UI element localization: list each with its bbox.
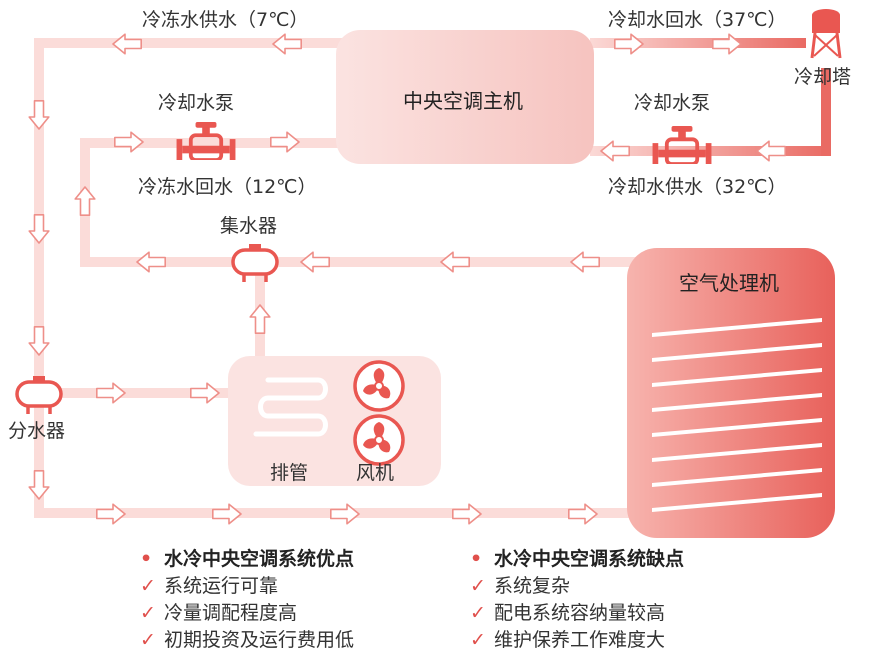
pros-item-text: 冷量调配程度高 bbox=[164, 602, 298, 624]
check-icon: ✓ bbox=[470, 575, 486, 597]
fan-icon bbox=[353, 360, 405, 412]
cons-item-text: 维护保养工作难度大 bbox=[494, 629, 666, 651]
pros-item-text: 初期投资及运行费用低 bbox=[164, 629, 355, 651]
pros-item: ✓ 冷量调配程度高 bbox=[140, 600, 354, 627]
air-handler bbox=[627, 248, 835, 538]
cons-title-text: 水冷中央空调系统缺点 bbox=[494, 548, 685, 570]
cons-item: ✓ 系统复杂 bbox=[470, 573, 684, 600]
cooling-water-pump-icon bbox=[652, 126, 712, 164]
label-pump-left: 冷却水泵 bbox=[158, 92, 235, 114]
label-fan: 风机 bbox=[356, 462, 395, 484]
label-chilled-return: 冷冻水回水（12℃） bbox=[138, 176, 317, 198]
check-icon: ✓ bbox=[140, 629, 156, 651]
bullet-dot: • bbox=[140, 548, 153, 570]
cons-item: ✓ 维护保养工作难度大 bbox=[470, 627, 684, 654]
pros-title: • 水冷中央空调系统优点 bbox=[140, 546, 354, 573]
label-chiller: 中央空调主机 bbox=[403, 89, 523, 113]
cooling-water-loop bbox=[590, 38, 831, 156]
terminal-unit-box bbox=[228, 356, 441, 486]
cons-item-text: 系统复杂 bbox=[494, 575, 571, 597]
cons-section: • 水冷中央空调系统缺点 ✓ 系统复杂 ✓ 配电系统容纳量较高 ✓ 维护保养工作难度大 bbox=[470, 546, 684, 654]
label-collector: 集水器 bbox=[220, 215, 278, 237]
fan-icon bbox=[353, 414, 405, 466]
pros-item: ✓ 初期投资及运行费用低 bbox=[140, 627, 354, 654]
bullet-dot: • bbox=[470, 548, 483, 570]
cooling-tower-icon bbox=[810, 9, 842, 59]
label-chilled-supply: 冷冻水供水（7℃） bbox=[142, 9, 309, 31]
pros-section: • 水冷中央空调系统优点 ✓ 系统运行可靠 ✓ 冷量调配程度高 ✓ 初期投资及运行费用低 bbox=[140, 546, 354, 654]
label-distributor: 分水器 bbox=[8, 420, 66, 442]
chiller-box bbox=[336, 30, 594, 164]
pros-item: ✓ 系统运行可靠 bbox=[140, 573, 354, 600]
check-icon: ✓ bbox=[140, 575, 156, 597]
check-icon: ✓ bbox=[470, 602, 486, 624]
label-air-handler: 空气处理机 bbox=[679, 271, 779, 295]
label-cooling-tower: 冷却塔 bbox=[794, 66, 852, 88]
cons-item-text: 配电系统容纳量较高 bbox=[494, 602, 666, 624]
label-cooling-supply: 冷却水供水（32℃） bbox=[608, 176, 787, 198]
check-icon: ✓ bbox=[140, 602, 156, 624]
pros-item-text: 系统运行可靠 bbox=[164, 575, 279, 597]
ahu-fins bbox=[652, 318, 822, 512]
pipe-coil-icon bbox=[253, 377, 328, 437]
cons-item: ✓ 配电系统容纳量较高 bbox=[470, 600, 684, 627]
label-pump-right: 冷却水泵 bbox=[634, 92, 711, 114]
label-pipe-coil: 排管 bbox=[270, 462, 309, 484]
cons-title: • 水冷中央空调系统缺点 bbox=[470, 546, 684, 573]
pros-title-text: 水冷中央空调系统优点 bbox=[164, 548, 355, 570]
hvac-diagram bbox=[15, 9, 842, 538]
label-cooling-return: 冷却水回水（37℃） bbox=[608, 9, 787, 31]
check-icon: ✓ bbox=[470, 629, 486, 651]
